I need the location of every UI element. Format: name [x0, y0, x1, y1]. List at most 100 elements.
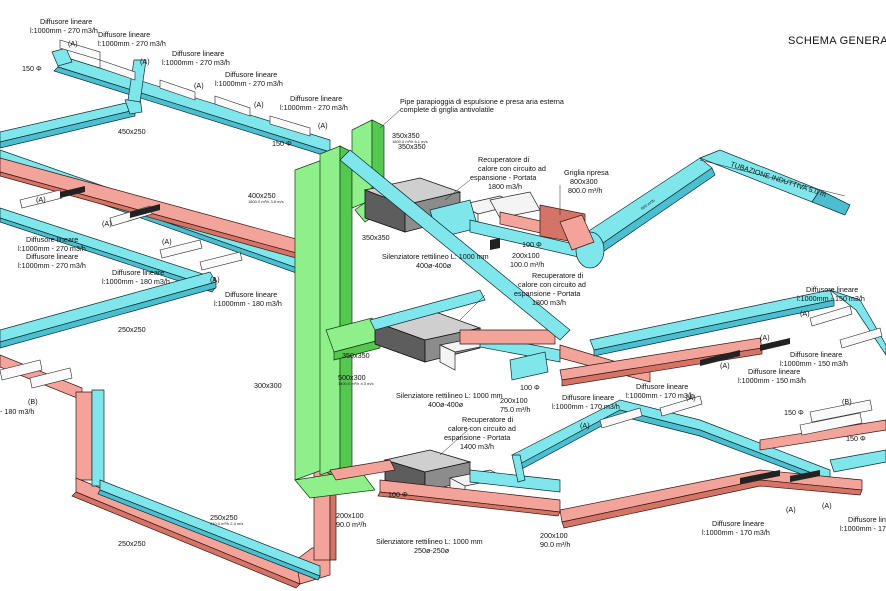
label-d12: Diffusore lineare: [790, 350, 842, 359]
tag-a-4: (A): [254, 100, 264, 109]
label-f4b: 90.0 m³/h: [540, 540, 570, 549]
label-pipe1: Pipe parapioggia di espulsione e presa a…: [400, 97, 564, 106]
label-f3b: 90.0 m³/h: [336, 520, 366, 529]
label-s350a: 350x350: [392, 131, 420, 140]
label-f4a: 200x100: [540, 531, 568, 540]
label-pipe2: complete di griglia antivolatile: [400, 105, 494, 114]
label-sil1b: 400ø-400ø: [416, 261, 452, 270]
label-d14: Diffusore lineare: [636, 382, 688, 391]
label-rec3d: 1400 m3/h: [460, 442, 494, 451]
green-elbow-mid: [325, 317, 381, 361]
label-phi7: 100 Φ: [388, 490, 408, 499]
tag-b-2: (B): [842, 397, 852, 406]
tag-a-9: (A): [210, 275, 220, 284]
label-sil3a: Silenziatore rettilineo L: 1000 mm: [376, 537, 483, 546]
label-rec2d: 1800 m3/h: [532, 298, 566, 307]
tag-a-11: (A): [760, 333, 770, 342]
label-d5: Diffusore lineare: [290, 94, 342, 103]
label-rec1b: calore con circuito ad: [478, 164, 546, 173]
label-d2: Diffusore lineare: [98, 30, 150, 39]
label-sil3b: 250ø-250ø: [414, 546, 450, 555]
label-d15s: l:1000mm - 170 m3/h: [552, 402, 620, 411]
label-d8: Diffusore lineare: [112, 268, 164, 277]
label-s350b: 350x350: [398, 142, 426, 151]
label-rec2c: espansione - Portata: [514, 289, 580, 298]
label-d2s: l:1000mm - 270 m3/h: [98, 39, 166, 48]
label-small3: 1400.0 m³/h 4.3 m/s: [338, 381, 374, 386]
tag-a-16: (A): [822, 501, 832, 510]
tag-a-10: (A): [800, 309, 810, 318]
tag-a-5: (A): [318, 121, 328, 130]
label-d16: Diffusore lineare: [712, 519, 764, 528]
label-rec3c: espansione - Portata: [444, 433, 510, 442]
label-d6: Diffusore lineare: [26, 235, 78, 244]
label-small2: 1800.0 m³/h 3.8 m/s: [248, 199, 284, 204]
label-rec2a: Recuperatore di: [532, 271, 584, 280]
label-gr3: 800.0 m³/h: [568, 186, 602, 195]
tag-a-3: (A): [194, 81, 204, 90]
label-d13s: l:1000mm - 150 m3/h: [738, 376, 806, 385]
leader-lines: [379, 109, 846, 456]
tag-a-8: (A): [162, 237, 172, 246]
label-phi5: 150 Φ: [784, 408, 804, 417]
label-rec1c: espansione - Portata: [470, 173, 536, 182]
label-d17: Diffusore line: [848, 515, 886, 524]
label-d15: Diffusore lineare: [562, 393, 614, 402]
tag-a-14: (A): [580, 421, 590, 430]
label-small1: 1800.0 m³/h 6.1 m/s: [392, 139, 428, 144]
label-sil1a: Silenziatore rettilineo L: 1000 mm: [382, 252, 489, 261]
label-s250b: 250x250: [210, 513, 238, 522]
label-tub: TUBAZIONE INDUTTIVA 5.0 m: [729, 159, 827, 198]
inductive-tube: [559, 149, 851, 269]
label-d1: Diffusore lineare: [40, 17, 92, 26]
recuperator-3: [329, 449, 561, 517]
label-phi3: 100 Φ: [522, 240, 542, 249]
label-phi4: 100 Φ: [520, 383, 540, 392]
label-d7: Diffusore lineare: [26, 252, 78, 261]
labels: SCHEMA GENERA Diffusore lineare l:1000mm…: [0, 17, 886, 555]
right-branch-lower: [511, 399, 886, 529]
label-phi6: 150 Φ: [846, 434, 866, 443]
diagram-title: SCHEMA GENERA: [788, 35, 886, 47]
label-d13: Diffusore lineare: [748, 367, 800, 376]
label-s250c: 250x250: [118, 539, 146, 548]
label-f1b: 100.0 m³/h: [510, 260, 544, 269]
supply-duct-top: [51, 47, 331, 157]
label-d16s: l:1000mm - 170 m3/h: [702, 528, 770, 537]
recuperator-1: [363, 177, 601, 263]
label-f3a: 200x100: [336, 511, 364, 520]
label-d5s: l:1000mm - 270 m3/h: [280, 103, 348, 112]
label-rec1a: Recuperatore di: [478, 155, 530, 164]
tag-a-12: (A): [720, 361, 730, 370]
diffusers: [0, 39, 883, 484]
label-d9s: l:1000mm - 180 m3/h: [214, 299, 282, 308]
label-rec3a: Recuperatore di: [462, 415, 514, 424]
label-s450: 450x250: [118, 127, 146, 136]
label-d9: Diffusore lineare: [225, 290, 277, 299]
tag-a-6: (A): [36, 195, 46, 204]
label-sil2a: Silenziatore rettilineo L: 1000 mm: [396, 391, 503, 400]
supply-branch-left: [0, 207, 217, 349]
label-sil2b: 400ø-400ø: [428, 400, 464, 409]
label-f1a: 200x100: [512, 251, 540, 260]
label-d3: Diffusore lineare: [172, 49, 224, 58]
label-s350d: 350x350: [342, 351, 370, 360]
label-phi2: 150 Φ: [272, 139, 292, 148]
green-shaft-main: [294, 145, 376, 499]
label-small4: 540.0 m³/h 2.4 m/s: [210, 521, 243, 526]
label-rec1d: 1800 m3/h: [488, 182, 522, 191]
label-s350c: 350x350: [362, 233, 390, 242]
label-gr2: 800x300: [570, 177, 598, 186]
label-d3s: l:1000mm - 270 m3/h: [162, 58, 230, 67]
tag-a-13: (A): [686, 393, 696, 402]
label-d14s: l:1000mm - 170 m3/h: [626, 391, 694, 400]
supply-duct-diagonal: [0, 59, 147, 149]
label-phi1: 150 Φ: [22, 64, 42, 73]
label-d7s: l:1000mm - 270 m3/h: [18, 261, 86, 270]
label-d11: Diffusore lineare: [806, 285, 858, 294]
tag-a-1: (A): [68, 39, 78, 48]
label-d10s: - 180 m3/h: [0, 407, 34, 416]
label-d8s: l:1000mm - 180 m3/h: [102, 277, 170, 286]
label-d11s: l:1000mm - 150 m3/h: [797, 294, 865, 303]
